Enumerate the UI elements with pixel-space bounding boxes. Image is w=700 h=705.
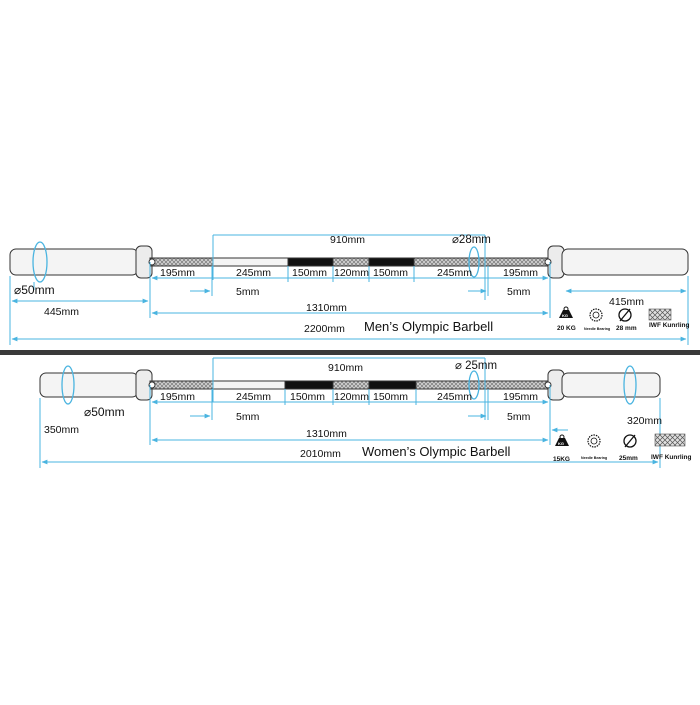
womens-weight-icon: KG	[555, 434, 569, 446]
womens-gap-left-label: 5mm	[236, 411, 260, 423]
womens-needle-bearing-icon	[587, 434, 601, 448]
womens-weight-badge: KG	[558, 441, 564, 446]
womens-knurling-label: IWF Kunrling	[651, 454, 691, 461]
mens-left-offset-label: 445mm	[44, 306, 79, 318]
womens-knurling-icon	[654, 433, 686, 447]
womens-segment-4-label: 120mm	[334, 391, 369, 403]
mens-barbell-section: 910mm ⌀28mm 195mm 245mm 150mm 120mm 150m…	[9, 234, 689, 345]
womens-segment-2-label: 245mm	[236, 391, 271, 403]
mens-segment-2-label: 245mm	[236, 267, 271, 279]
womens-sleeve-diameter-label: ⌀50mm	[84, 405, 125, 419]
mens-weight-icon: KG	[559, 306, 573, 318]
section-separator	[0, 350, 700, 355]
mens-sleeve-diameter-label: ⌀50mm	[14, 283, 55, 297]
mens-legend: KG 20 KG Needle Bearing 28 mm IWF Kunrli…	[557, 306, 689, 332]
womens-right-sleeve	[561, 372, 661, 398]
mens-segment-3-label: 150mm	[292, 267, 327, 279]
womens-black-left	[284, 380, 334, 390]
womens-title: Women’s Olympic Barbell	[362, 444, 510, 459]
womens-knurl-span-label: 910mm	[328, 362, 363, 374]
mens-gap-right-label: 5mm	[507, 286, 531, 298]
mens-right-sleeve	[561, 248, 689, 276]
womens-weight-label: 15KG	[553, 456, 570, 463]
mens-segment-4-label: 120mm	[334, 267, 369, 279]
mens-knurling-icon	[648, 308, 672, 321]
womens-black-right	[368, 380, 417, 390]
womens-segment-7-label: 195mm	[503, 391, 538, 403]
mens-segment-5-label: 150mm	[373, 267, 408, 279]
mens-weight-badge: KG	[562, 313, 568, 318]
mens-needle-bearing-icon	[589, 308, 603, 322]
mens-total-length-label: 2200mm	[304, 323, 345, 335]
mens-title: Men’s Olympic Barbell	[364, 319, 493, 334]
mens-needle-bearing-label: Needle Bearing	[584, 327, 610, 331]
womens-segment-3-label: 150mm	[290, 391, 325, 403]
mens-segment-1-label: 195mm	[160, 267, 195, 279]
womens-gap-right-label: 5mm	[507, 411, 531, 423]
mens-shaft-length-label: 1310mm	[306, 302, 347, 314]
mens-sleeve-diameter-ellipse	[32, 241, 48, 283]
womens-legend: KG 15KG Needle Bearing 25mm IWF Kunrling	[553, 433, 691, 463]
mens-gap-left-label: 5mm	[236, 286, 260, 298]
womens-shaft-length-label: 1310mm	[306, 428, 347, 440]
mens-knurl-span-label: 910mm	[330, 234, 365, 246]
womens-left-offset-label: 350mm	[44, 424, 79, 436]
womens-sleeve-length-label: 320mm	[627, 415, 662, 427]
womens-shaft-diameter-ellipse	[468, 370, 480, 400]
mens-diameter-icon	[618, 308, 632, 322]
womens-right-sleeve-ellipse	[623, 365, 637, 405]
mens-smooth-left	[212, 257, 289, 267]
womens-segment-6-label: 245mm	[437, 391, 472, 403]
womens-needle-bearing-label: Needle Bearing	[581, 456, 607, 460]
mens-left-sleeve	[9, 248, 139, 276]
mens-black-right	[368, 257, 415, 267]
mens-knurling-label: IWF Kunrling	[649, 322, 689, 329]
womens-total-length-label: 2010mm	[300, 448, 341, 460]
mens-diameter-label: 28 mm	[616, 325, 637, 332]
womens-diameter-label: 25mm	[619, 455, 638, 462]
womens-left-sleeve	[39, 372, 139, 398]
mens-segment-6-label: 245mm	[437, 267, 472, 279]
womens-segment-1-label: 195mm	[160, 391, 195, 403]
mens-segment-7-label: 195mm	[503, 267, 538, 279]
womens-segment-5-label: 150mm	[373, 391, 408, 403]
mens-shaft-diameter-label: ⌀28mm	[452, 234, 491, 246]
womens-shaft-diameter-label: ⌀ 25mm	[455, 360, 497, 372]
mens-weight-label: 20 KG	[557, 325, 576, 332]
womens-center-knurl	[332, 380, 370, 390]
mens-center-knurl	[332, 257, 370, 267]
mens-bar-graphic	[9, 245, 689, 279]
mens-black-left	[287, 257, 334, 267]
womens-smooth-left	[212, 380, 286, 390]
womens-diameter-icon	[623, 434, 637, 448]
womens-barbell-section: 910mm ⌀ 25mm 195mm 245mm 150mm 120mm 150…	[39, 357, 691, 468]
womens-sleeve-diameter-ellipse	[61, 365, 75, 405]
mens-sleeve-length-label: 415mm	[609, 296, 644, 308]
